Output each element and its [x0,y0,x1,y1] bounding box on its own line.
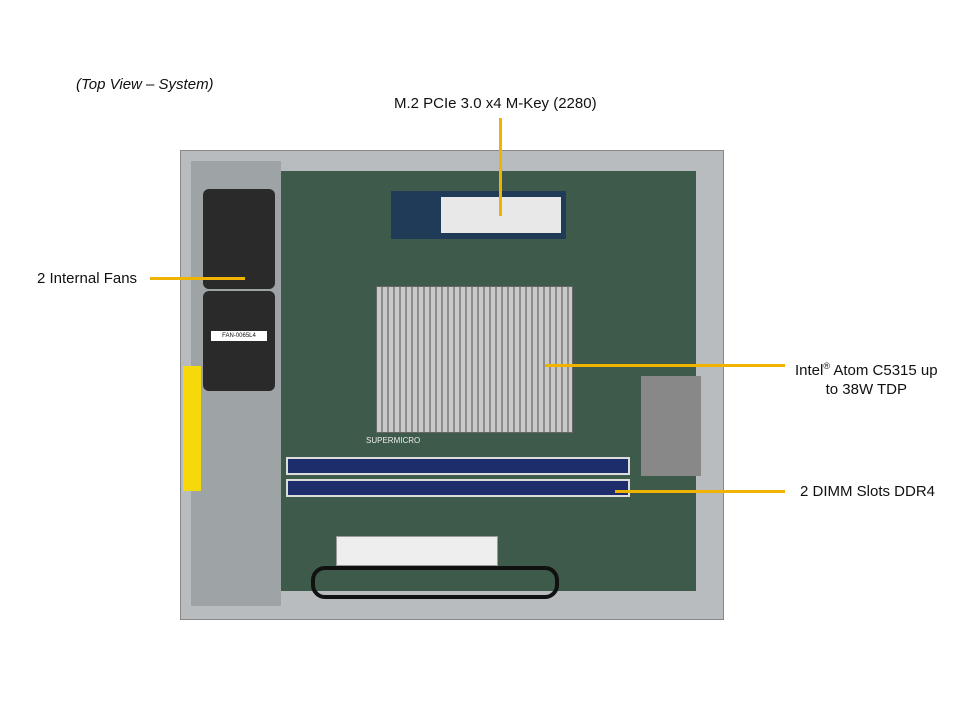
cpu-line1: Atom C5315 up [830,362,938,379]
power-connector [336,536,498,566]
callout-m2: M.2 PCIe 3.0 x4 M-Key (2280) [394,95,597,112]
leader-fans [150,277,245,280]
warning-label [183,366,201,491]
cable [311,566,559,599]
callout-dimm: 2 DIMM Slots DDR4 [800,483,936,500]
heatsink [376,286,573,433]
cpu-line2: to 38W TDP [825,381,907,398]
fan-label: FAN-0065L4 [211,331,267,341]
callout-cpu: Intel® Atom C5315 up to 38W TDP [795,357,938,399]
leader-m2 [499,118,502,216]
leader-cpu [545,364,785,367]
fan-2 [203,291,275,391]
view-caption: (Top View – System) [76,76,214,93]
dimm-slot-2 [286,479,630,497]
dimm-slot-1 [286,457,630,475]
cpu-brand: Intel [795,362,824,379]
board-brand: SUPERMICRO [366,436,421,445]
registered-mark: ® [823,361,830,371]
fan-1 [203,189,275,289]
system-photo: FAN-0065L4 SUPERMICRO [180,150,724,620]
io-ports [641,376,701,476]
callout-fans: 2 Internal Fans [37,270,138,287]
leader-dimm [615,490,785,493]
m2-ssd [391,191,566,239]
